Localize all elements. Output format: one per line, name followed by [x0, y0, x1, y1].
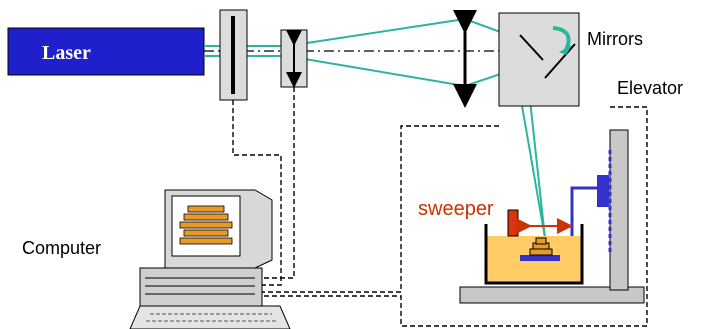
computer-icon [129, 189, 291, 329]
sweeper [507, 209, 573, 237]
shutter-icon [219, 9, 248, 101]
mirror-box [498, 12, 580, 107]
laser-label: Laser [42, 42, 91, 64]
control-cables [232, 87, 648, 327]
built-part [529, 237, 553, 256]
lens-icon [280, 29, 308, 88]
computer-label: Computer [22, 238, 101, 258]
sweeper-label: sweeper [418, 198, 494, 220]
elevator-platform [459, 129, 645, 304]
resin-vat [484, 224, 584, 285]
elevator-label: Elevator [617, 78, 683, 98]
laser-box: Laser [7, 27, 205, 76]
mirrors-label: Mirrors [587, 29, 643, 49]
rotate-arrow-icon [552, 26, 572, 55]
